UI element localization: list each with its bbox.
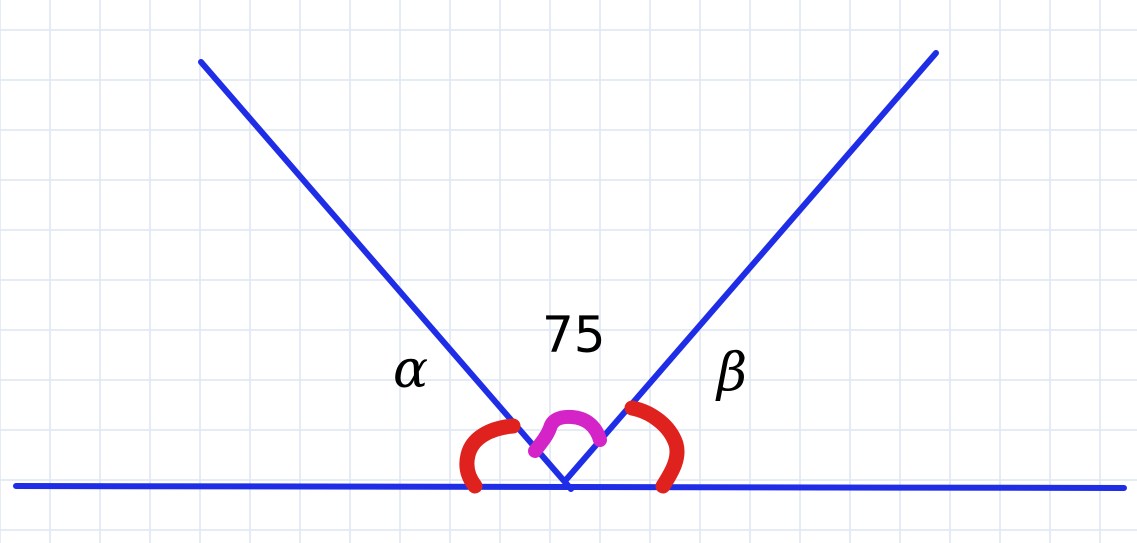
center-angle-arc bbox=[528, 409, 607, 458]
center-angle-label: 75 bbox=[542, 306, 606, 364]
alpha-label: α bbox=[393, 340, 428, 400]
beta-angle-arc bbox=[624, 400, 685, 494]
beta-label: β bbox=[715, 343, 747, 403]
alpha-angle-arc bbox=[459, 418, 521, 494]
left-ray bbox=[198, 59, 574, 492]
